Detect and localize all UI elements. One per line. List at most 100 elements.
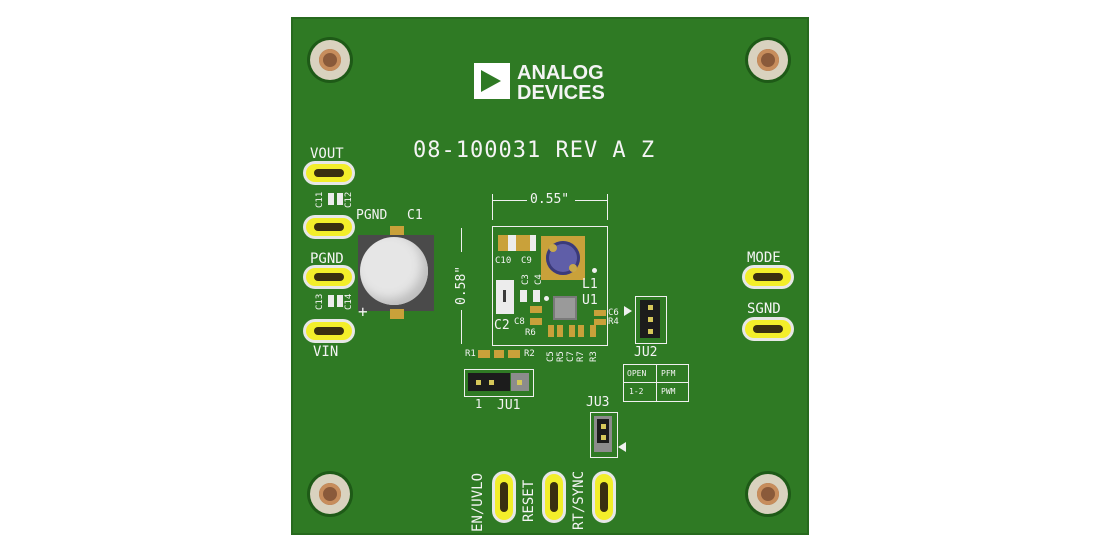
dim-tick-left xyxy=(492,194,493,220)
label-c12: C12 xyxy=(344,191,354,208)
label-rt-sync: RT/SYNC xyxy=(571,470,587,530)
resistor-r6 xyxy=(530,318,542,325)
label-c10: C10 xyxy=(495,256,512,266)
capacitor-c9-pad xyxy=(524,235,530,251)
table-cell-1-2: 1-2 xyxy=(629,387,644,396)
label-r3: R3 xyxy=(589,351,599,362)
label-r7: R7 xyxy=(576,351,586,362)
capacitor-c11 xyxy=(328,193,334,205)
dimension-width: 0.55" xyxy=(530,192,570,207)
ju1-pin xyxy=(476,380,481,385)
capacitor-c10 xyxy=(508,235,516,251)
label-c9: C9 xyxy=(521,256,532,266)
inductor-l1-lead-a xyxy=(549,244,557,252)
table-cell-pfm: PFM xyxy=(661,369,676,378)
label-l1: L1 xyxy=(582,277,598,292)
test-loop-pgnd-top[interactable] xyxy=(306,218,352,236)
dim-tick-right xyxy=(607,194,608,220)
resistor-r7 xyxy=(578,325,584,337)
capacitor-c12 xyxy=(337,193,343,205)
label-ju3: JU3 xyxy=(586,395,610,410)
label-u1: U1 xyxy=(582,293,598,308)
mounting-hole-top-left xyxy=(310,40,350,80)
ju2-pin xyxy=(648,317,653,322)
mode-table: OPEN PFM 1-2 PWM xyxy=(623,364,689,402)
mounting-hole-bottom-left xyxy=(310,474,350,514)
test-loop-pgnd[interactable] xyxy=(306,268,352,286)
pin1-dot-u1 xyxy=(544,296,549,301)
label-reset: RESET xyxy=(521,479,537,522)
label-ju2: JU2 xyxy=(634,345,658,360)
resistor-r1 xyxy=(478,350,490,358)
analog-devices-logo-icon xyxy=(474,63,510,99)
resistor-r2 xyxy=(508,350,520,358)
capacitor-c9 xyxy=(530,235,536,251)
table-cell-pwm: PWM xyxy=(661,387,676,396)
capacitor-c8 xyxy=(530,306,542,313)
ju3-shunt xyxy=(597,419,609,443)
resistor-r4 xyxy=(594,319,606,325)
capacitor-c14 xyxy=(337,295,343,307)
label-sgnd: SGND xyxy=(747,301,781,317)
label-c1: C1 xyxy=(407,208,423,223)
capacitor-c1 xyxy=(360,237,428,305)
ju1-pin xyxy=(489,380,494,385)
label-c14: C14 xyxy=(344,293,354,310)
ju2-pin1-arrow-icon xyxy=(624,306,632,316)
dim-line-top xyxy=(461,228,462,252)
ju2-pin xyxy=(648,329,653,334)
label-c8: C8 xyxy=(514,317,525,327)
mounting-hole-bottom-right xyxy=(748,474,788,514)
test-loop-sgnd[interactable] xyxy=(745,320,791,338)
label-pgnd-top: PGND xyxy=(310,251,344,267)
resistor-r3 xyxy=(590,325,596,337)
label-c4: C4 xyxy=(534,274,544,285)
label-r4: R4 xyxy=(608,317,619,327)
capacitor-c7 xyxy=(569,325,575,337)
label-c13: C13 xyxy=(315,293,325,310)
capacitor-c4 xyxy=(533,290,540,302)
ju3-pin xyxy=(601,424,606,429)
ju2-pin xyxy=(648,305,653,310)
label-r5: R5 xyxy=(556,351,566,362)
label-r6: R6 xyxy=(525,328,536,338)
test-loop-mode[interactable] xyxy=(745,268,791,286)
logo-line1: ANALOG xyxy=(517,62,604,84)
label-plus: + xyxy=(358,302,368,321)
dim-line-bottom xyxy=(461,310,462,344)
label-c2: C2 xyxy=(494,318,510,333)
label-c3: C3 xyxy=(521,274,531,285)
ju1-pin xyxy=(517,380,522,385)
label-c7: C7 xyxy=(566,351,576,362)
test-loop-en-uvlo[interactable] xyxy=(495,474,513,520)
table-cell-open: OPEN xyxy=(627,369,647,378)
capacitor-c10-pad xyxy=(498,235,508,251)
test-loop-vout[interactable] xyxy=(306,164,352,182)
label-ju1-pin1: 1 xyxy=(475,397,483,411)
ju3-pin xyxy=(601,435,606,440)
ju3-outline xyxy=(590,412,618,458)
label-vin: VIN xyxy=(313,344,339,360)
label-vout: VOUT xyxy=(310,146,344,162)
c1-pad-bottom xyxy=(390,309,404,319)
test-loop-reset[interactable] xyxy=(545,474,563,520)
logo-line2: DEVICES xyxy=(517,82,605,104)
capacitor-c10-pad2 xyxy=(516,235,524,251)
label-c6: C6 xyxy=(608,308,619,318)
dim-line-left xyxy=(492,200,527,201)
ju2-outline xyxy=(635,296,667,344)
test-loop-rt-sync[interactable] xyxy=(595,474,613,520)
resistor-r5 xyxy=(557,325,563,337)
mounting-hole-top-right xyxy=(748,40,788,80)
capacitor-c3 xyxy=(520,290,527,302)
c2-mark xyxy=(503,290,506,302)
label-r2: R2 xyxy=(524,349,535,359)
ju1-outline xyxy=(464,369,534,397)
ic-u1 xyxy=(553,296,577,320)
inductor-l1-lead-b xyxy=(569,264,577,272)
label-ju1: JU1 xyxy=(497,398,521,413)
test-loop-vin[interactable] xyxy=(306,322,352,340)
module-outline xyxy=(492,226,608,346)
board-id: 08-100031 REV A Z xyxy=(413,138,656,163)
pin1-dot-l1 xyxy=(592,268,597,273)
